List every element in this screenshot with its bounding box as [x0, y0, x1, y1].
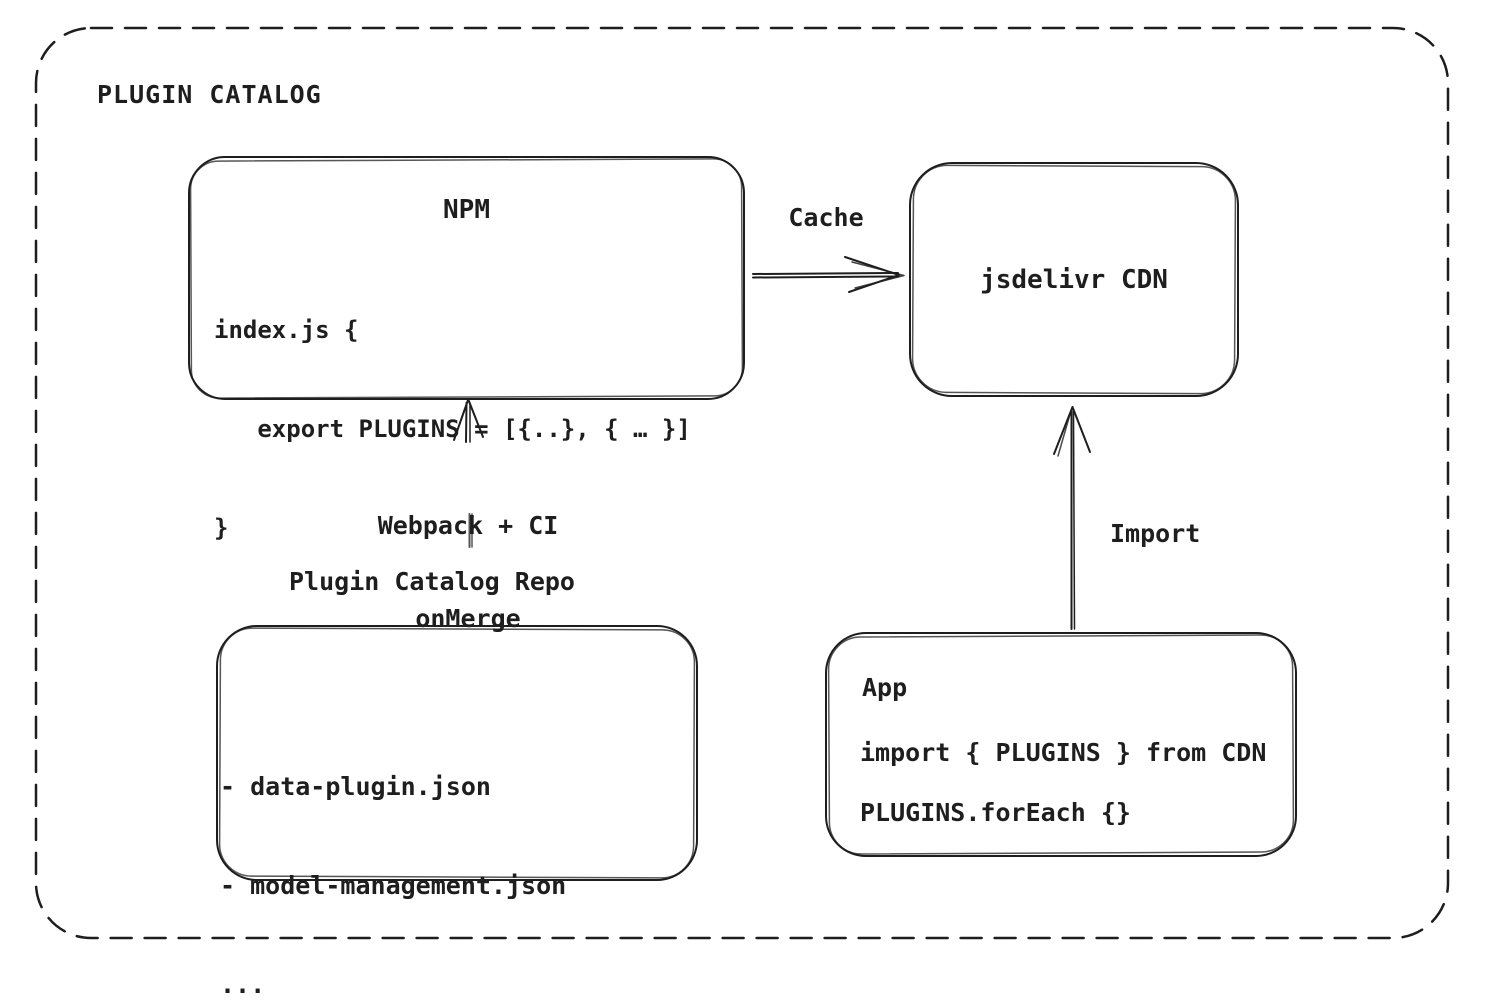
npm-box-title: NPM	[443, 195, 490, 225]
npm-code-line: index.js {	[214, 316, 359, 344]
npm-code-line: }	[214, 514, 229, 542]
repo-file-item: ...	[220, 970, 266, 999]
build-arrow-label-line2: onMerge	[415, 604, 521, 633]
repo-file-item: - data-plugin.json	[220, 772, 491, 801]
npm-code-line: export PLUGINS = [{..}, { … }]	[214, 415, 691, 443]
repo-file-item: - model-management.json	[220, 871, 567, 900]
app-box-title: App	[862, 673, 908, 702]
repo-box-label: Plugin Catalog Repo	[289, 567, 575, 596]
import-arrow-label: Import	[1110, 519, 1201, 548]
build-arrow-label-line1: Webpack + CI	[377, 511, 559, 540]
app-code-line: import { PLUGINS } from CDN	[860, 738, 1267, 767]
catalog-boundary	[34, 26, 1450, 940]
build-connector-line	[468, 513, 473, 548]
app-code-line: PLUGINS.forEach {}	[860, 798, 1131, 827]
cdn-box-title: jsdelivr CDN	[980, 265, 1168, 295]
build-arrow-label: Webpack + CI onMerge	[348, 448, 588, 696]
import-arrow	[1053, 406, 1091, 630]
npm-box	[188, 156, 745, 400]
cdn-box	[909, 162, 1239, 397]
diagram-title: PLUGIN CATALOG	[97, 80, 322, 109]
repo-box	[216, 625, 698, 881]
repo-file-list: - data-plugin.json - model-management.js…	[220, 704, 566, 1002]
npm-code-block: index.js { export PLUGINS = [{..}, { … }…	[214, 248, 691, 611]
cache-arrow-label: Cache	[788, 203, 864, 232]
app-box	[825, 632, 1297, 857]
cache-arrow	[752, 256, 905, 293]
build-arrow	[453, 399, 484, 443]
